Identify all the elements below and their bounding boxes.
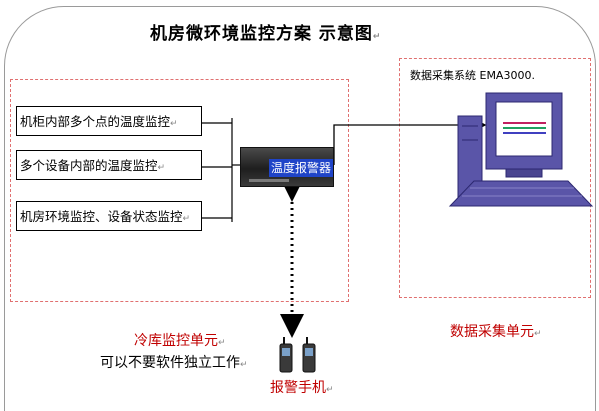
outer-frame	[4, 6, 596, 411]
standalone-note: 可以不要软件独立工作↵	[100, 355, 248, 371]
temperature-alarm-label: 温度报警器	[269, 159, 334, 177]
device-to-system-arrow	[333, 119, 487, 165]
alarm-phone-label: 报警手机↵	[270, 380, 334, 396]
input-connectors	[202, 118, 240, 222]
data-acquisition-unit-region	[399, 58, 591, 298]
system-label: 数据采集系统 EMA3000.	[410, 69, 535, 82]
alarm-phone-icon	[279, 337, 316, 373]
input-room-environment: 机房环境监控、设备状态监控↵	[16, 201, 202, 231]
data-acquisition-unit-label: 数据采集单元↵	[450, 324, 542, 340]
input-cabinet-temperature: 机柜内部多个点的温度监控↵	[16, 106, 202, 136]
diagram-title: 机房微环境监控方案 示意图↵	[150, 24, 382, 44]
cold-storage-unit-region	[10, 79, 349, 302]
input-device-temperature: 多个设备内部的温度监控↵	[16, 150, 202, 180]
cold-storage-unit-label: 冷库监控单元↵	[134, 333, 226, 349]
computer-icon	[448, 92, 594, 207]
